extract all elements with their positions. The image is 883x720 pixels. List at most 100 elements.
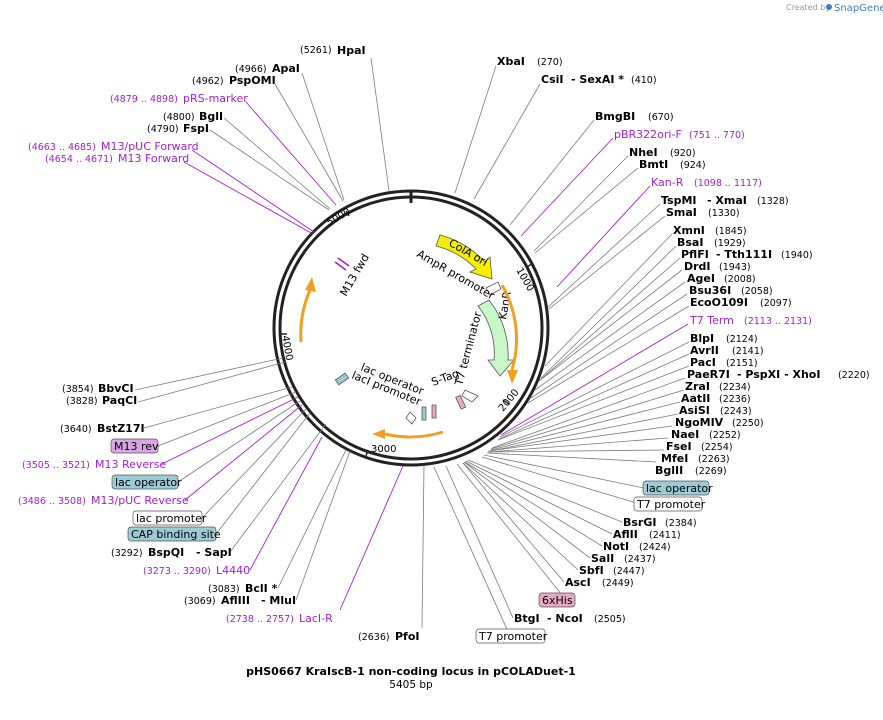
xbai-pos: (270)	[537, 57, 563, 68]
m13-puc-fwd-leader	[191, 149, 315, 233]
lac-operator-left-label: lac operator	[115, 476, 182, 489]
prs-marker-name: pRS-marker	[183, 92, 248, 105]
his-tag-box	[538, 592, 576, 608]
paer7i-name: PaeR7I	[687, 368, 730, 381]
pspomi-name: PspOMI	[229, 74, 276, 87]
kan-r-name: Kan-R	[651, 176, 684, 189]
hpai-name: HpaI	[337, 44, 366, 57]
tick-2000	[502, 399, 510, 405]
credit-brand: SnapGene	[834, 3, 883, 14]
apai-name: ApaI	[272, 62, 300, 75]
pfoi-pos: (2636)	[358, 632, 390, 643]
m13-puc-rev-name: M13/pUC Reverse	[91, 494, 189, 507]
l4440-leader	[249, 436, 323, 571]
pbr322-name: pBR322ori-F	[614, 128, 682, 141]
m13-fwd-pos: (4654 .. 4671)	[45, 154, 113, 165]
m13-rev-box	[110, 438, 159, 454]
fsei-pos: (2254)	[701, 442, 733, 453]
l4440-pos: (3273 .. 3290)	[143, 566, 211, 577]
nhei-name: NheI	[629, 146, 658, 159]
bspqi-name: BspQI	[148, 546, 184, 559]
asisi-name: AsiSI	[679, 404, 710, 417]
smai-name: SmaI	[666, 206, 697, 219]
prs-marker-leader	[245, 101, 337, 206]
drdi-name: DrdI	[684, 260, 711, 273]
credit-prefix: Created by	[786, 3, 830, 12]
lac-op-left-leader	[177, 400, 301, 483]
bbvci-pos: (3854)	[62, 384, 94, 395]
m13-puc-rev-pos: (3486 .. 3508)	[18, 496, 86, 507]
bbvci-name: BbvCI	[98, 382, 134, 395]
fspi-leader	[209, 129, 330, 211]
kan-r-pos: (1098 .. 1117)	[694, 178, 762, 189]
lac-operator-box	[334, 372, 350, 386]
ampr-promoter-arrow	[485, 281, 502, 296]
t7-promoter-arrow-inner	[405, 411, 417, 425]
bglii-name: BglII	[655, 464, 683, 477]
t7-term-name: T7 Term	[689, 314, 734, 327]
l4440-name: L4440	[216, 564, 250, 577]
csii-name: CsiI	[541, 73, 563, 86]
bspqi-pos: (3292)	[111, 548, 143, 559]
t7-term-leader	[500, 323, 689, 436]
lac-operator-left-box	[111, 474, 179, 490]
lac-promoter-box	[132, 510, 203, 526]
bsu36i-pos: (2058)	[741, 286, 773, 297]
lac-operator-right-label: lac operator	[646, 482, 713, 495]
orf-arrowhead-right	[507, 370, 518, 384]
xbai-leader	[454, 65, 497, 194]
pspomi-pos: (4962)	[192, 76, 224, 87]
bstz17i-name: BstZ17I	[97, 422, 145, 435]
orf-arrowhead-bottom	[372, 429, 385, 439]
paqci-leader	[137, 361, 286, 403]
cola-ori-label: ColA ori	[447, 236, 491, 269]
m13-fwd-label: M13 fwd	[337, 252, 372, 299]
tick-label-2000: 2000	[497, 387, 522, 414]
bsrgi-pos: (2384)	[665, 518, 697, 529]
bsai-name: BsaI	[677, 236, 703, 249]
xmni-pos: (1845)	[715, 226, 747, 237]
pbr322-leader	[520, 137, 614, 237]
pflfi-extra: - Tth111I	[716, 248, 772, 261]
asisi-pos: (2243)	[720, 406, 752, 417]
cap-binding-site-label: CAP binding site	[131, 528, 221, 541]
bspqi-leader	[229, 423, 327, 553]
noti-pos: (2424)	[639, 542, 671, 553]
lac-promoter-leader	[201, 408, 307, 519]
m13-fwd-name: M13 Forward	[118, 152, 189, 165]
pbr322-pos: (751 .. 770)	[689, 130, 745, 141]
prs-marker-pos: (4879 .. 4898)	[110, 94, 178, 105]
avrii-pos: (2141)	[732, 346, 764, 357]
xmni-name: XmnI	[673, 224, 705, 237]
bspqi-extra: - SapI	[196, 546, 232, 559]
avrii-name: AvrII	[690, 344, 719, 357]
smai-pos: (1330)	[708, 208, 740, 219]
sali-pos: (2437)	[624, 554, 656, 565]
bglii-pos: (2269)	[695, 466, 727, 477]
m13-fwd-mark	[334, 261, 347, 271]
drdi-pos: (1943)	[719, 262, 751, 273]
bgli-pos: (4800)	[163, 112, 195, 123]
his-box	[431, 404, 437, 419]
afliii-extra: - MluI	[261, 594, 296, 607]
kanr-arrow	[477, 299, 515, 377]
bgli-name: BglI	[199, 110, 223, 123]
apai-pos: (4966)	[235, 64, 267, 75]
m13-rev-label: M13 rev	[114, 440, 159, 453]
blpi-name: BlpI	[690, 332, 714, 345]
map-length: 5405 bp	[389, 679, 433, 691]
bmti-name: BmtI	[639, 158, 668, 171]
paci-name: PacI	[690, 356, 716, 369]
laci-r-name: LacI-R	[299, 612, 333, 625]
paci-pos: (2151)	[726, 358, 758, 369]
paer7i-extra: - PspXI - XhoI	[737, 368, 820, 381]
orf-arrow-right	[500, 284, 519, 371]
right-cluster-leaders	[433, 233, 690, 637]
m13-rev-leader	[157, 391, 297, 447]
tspmi-name: TspMI	[661, 194, 697, 207]
pspomi-leader	[274, 83, 344, 202]
fsei-name: FseI	[666, 440, 692, 453]
bgli-leader	[223, 117, 331, 210]
mfei-pos: (2263)	[698, 454, 730, 465]
lac-operator-right-box	[642, 480, 710, 496]
